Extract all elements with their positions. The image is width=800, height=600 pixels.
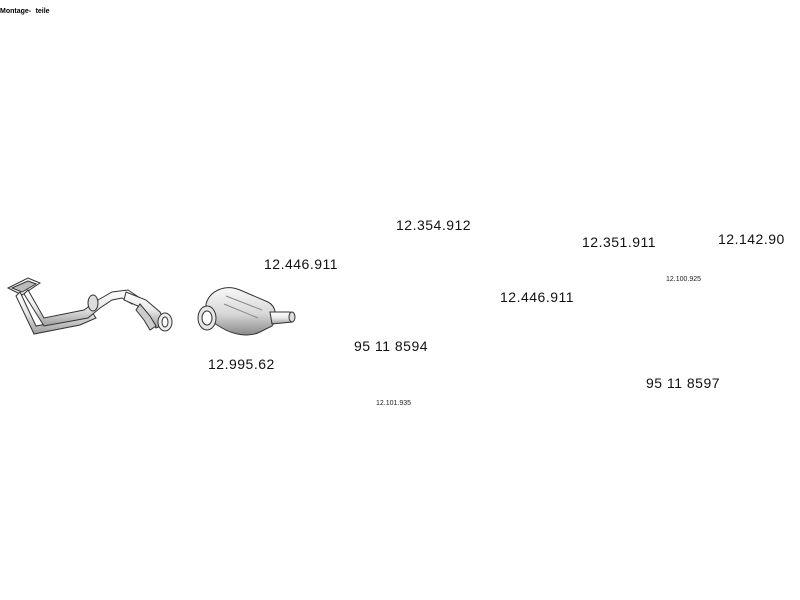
clamp-left-label: 12.446.911	[264, 256, 339, 272]
mounting-kit-box-text-1: Montage-	[0, 8, 32, 15]
mounting-box-middle-label: 12.101.935	[376, 400, 412, 407]
rubber-mount-single-label: 12.354.912	[396, 217, 472, 233]
front-pipe-icon[interactable]	[6, 277, 173, 335]
mounting-kit-icon[interactable]: Montage- teile	[0, 0, 50, 17]
middle-silencer-label: 95 11 8594	[354, 338, 429, 354]
mounting-box-rear-label: 12.100.925	[666, 276, 702, 283]
catalytic-converter-label: 12.995.62	[208, 356, 275, 372]
rubber-mounts-pair-label: 12.351.911	[582, 234, 657, 250]
catalytic-converter-icon[interactable]	[197, 287, 296, 336]
mounting-kit-box-text-2: teile	[35, 8, 50, 15]
mounting-kit-label: 12.142.90	[718, 231, 785, 247]
rear-silencer-label: 95 11 8597	[646, 375, 721, 391]
clamp-right-label: 12.446.911	[500, 289, 575, 305]
